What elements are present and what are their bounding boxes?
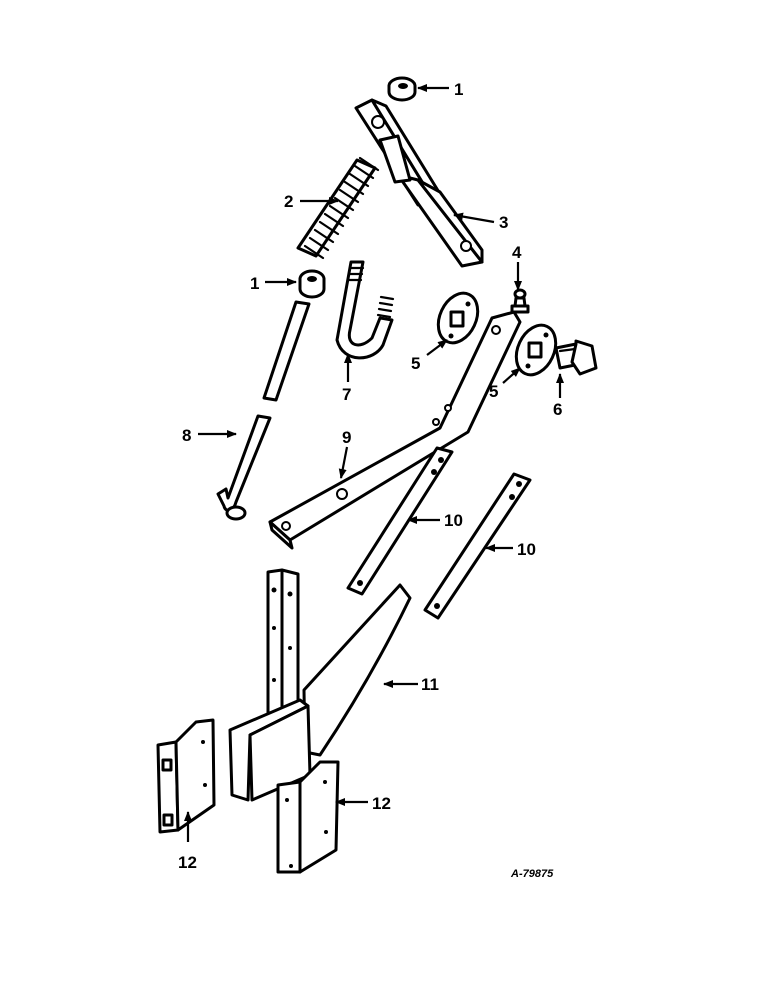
drawing-code: A-79875 [510,868,554,880]
callout-3: 3 [499,213,508,232]
bar-part-9 [268,310,522,550]
callout-4: 4 [512,243,522,262]
callout-labels: 1 2 3 4 1 5 5 6 7 8 9 10 10 11 12 12 A-7… [178,80,562,880]
callout-2: 2 [284,192,293,211]
grease-fitting-part-4 [510,288,530,314]
callout-12-right: 12 [372,794,391,813]
callout-9: 9 [342,428,351,447]
plate-part-5-right [514,323,558,377]
u-bolt-part-7 [335,260,395,360]
callout-5-right: 5 [489,382,498,401]
rod-part-8 [216,300,311,521]
plate-part-5-left [436,291,480,345]
callout-5-left: 5 [411,354,420,373]
washer-part-1-top [387,76,417,102]
shank-assembly-part-11 [228,568,412,802]
callout-11: 11 [421,675,439,694]
clamp-part-12-right [276,760,340,874]
callout-6: 6 [553,400,562,419]
callout-12-left: 12 [178,853,197,872]
callout-7: 7 [342,385,351,404]
strap-part-10-left [346,446,454,596]
callout-1-lower: 1 [250,274,259,293]
clamp-part-12-left [156,718,216,834]
callout-10-left: 10 [444,511,463,530]
bolt-part-6 [554,339,598,376]
bracket-part-3 [354,98,484,268]
callout-1-top: 1 [454,80,463,99]
callout-8: 8 [182,426,191,445]
spring-part-2 [296,156,380,260]
washer-part-1-lower [298,269,326,299]
leader-lines [184,84,564,842]
callout-10-right: 10 [517,540,536,559]
strap-part-10-right [423,472,532,620]
